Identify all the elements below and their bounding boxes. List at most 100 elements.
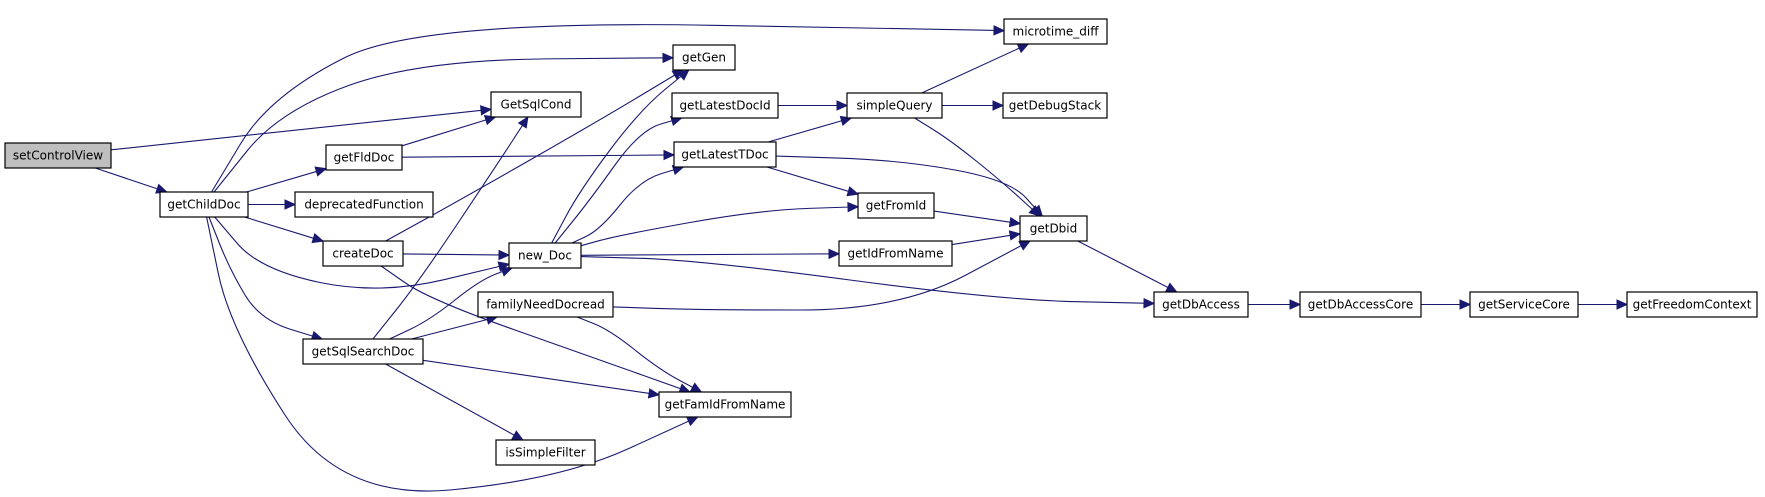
edge-setControlView-to-getChildDoc xyxy=(95,167,168,194)
arrowhead xyxy=(647,388,661,399)
node-getIdFromName[interactable]: getIdFromName xyxy=(838,240,953,267)
node-box[interactable] xyxy=(1019,215,1088,242)
arrowhead xyxy=(1143,297,1156,309)
node-box[interactable] xyxy=(1299,291,1422,318)
node-box[interactable] xyxy=(294,191,434,218)
node-box[interactable] xyxy=(1153,291,1249,318)
node-box[interactable] xyxy=(1003,18,1108,45)
node-box[interactable] xyxy=(857,192,935,219)
node-getGen[interactable]: getGen xyxy=(672,44,736,71)
node-label: getGen xyxy=(682,51,726,65)
node-box[interactable] xyxy=(508,242,582,269)
arrowhead xyxy=(993,25,1006,36)
node-box[interactable] xyxy=(325,144,403,171)
node-box[interactable] xyxy=(477,291,614,318)
node-box[interactable] xyxy=(658,391,792,418)
arrowhead xyxy=(500,266,513,277)
node-getLatestDocId[interactable]: getLatestDocId xyxy=(671,92,779,119)
node-label: getSqlSearchDoc xyxy=(312,345,415,359)
node-getDbid[interactable]: getDbid xyxy=(1019,215,1088,242)
node-box[interactable] xyxy=(490,91,582,118)
node-getFreedomContext[interactable]: getFreedomContext xyxy=(1626,291,1758,318)
node-getDbAccess[interactable]: getDbAccess xyxy=(1153,291,1249,318)
arrowhead xyxy=(1008,230,1022,241)
node-new_Doc[interactable]: new_Doc xyxy=(508,242,582,269)
node-box[interactable] xyxy=(1469,291,1579,318)
node-createDoc[interactable]: createDoc xyxy=(322,240,404,267)
edge-getSqlSearchDoc-to-getFamIdFromName xyxy=(422,359,661,399)
edge-createDoc-to-getFamIdFromName xyxy=(380,265,692,394)
edge-getChildDoc-to-deprecatedFunction xyxy=(248,199,297,210)
node-getDebugStack[interactable]: getDebugStack xyxy=(1002,92,1108,119)
arrowhead xyxy=(1164,282,1178,293)
node-box[interactable] xyxy=(838,240,953,267)
arrowhead xyxy=(685,416,699,427)
node-getServiceCore[interactable]: getServiceCore xyxy=(1469,291,1579,318)
node-label: getFamIdFromName xyxy=(665,398,786,412)
node-box[interactable] xyxy=(1002,92,1108,119)
node-box[interactable] xyxy=(673,141,777,168)
edge-new_Doc-to-getFromId xyxy=(580,201,860,247)
node-box[interactable] xyxy=(671,92,779,119)
node-deprecatedFunction[interactable]: deprecatedFunction xyxy=(294,191,434,218)
node-microtime_diff[interactable]: microtime_diff xyxy=(1003,18,1108,45)
node-getLatestTDoc[interactable]: getLatestTDoc xyxy=(673,141,777,168)
node-label: getFromId xyxy=(866,199,927,213)
edge-getIdFromName-to-getDbid xyxy=(951,230,1022,246)
node-getDbAccessCore[interactable]: getDbAccessCore xyxy=(1299,291,1422,318)
arrowhead xyxy=(1028,205,1041,217)
edge-setControlView-to-GetSqlCond xyxy=(110,105,493,151)
node-label: getChildDoc xyxy=(167,198,240,212)
edge-simpleQuery-to-getDebugStack xyxy=(942,100,1005,111)
node-getFldDoc[interactable]: getFldDoc xyxy=(325,144,403,171)
node-getSqlSearchDoc[interactable]: getSqlSearchDoc xyxy=(302,338,424,365)
arrowhead xyxy=(677,69,690,81)
edge-getSqlSearchDoc-to-new_Doc xyxy=(389,266,513,340)
edge-new_Doc-to-getIdFromName xyxy=(580,248,841,260)
edge-simpleQuery-to-microtime_diff xyxy=(921,43,1030,94)
edge-familyNeedDocread-to-getDbid xyxy=(612,240,1032,311)
arrowhead xyxy=(1018,240,1032,251)
node-setControlView[interactable]: setControlView xyxy=(4,142,112,169)
node-box[interactable] xyxy=(159,191,249,218)
arrowhead xyxy=(311,233,325,244)
node-label: deprecatedFunction xyxy=(304,198,423,212)
node-label: microtime_diff xyxy=(1013,25,1100,39)
node-label: simpleQuery xyxy=(856,99,932,113)
node-label: getDebugStack xyxy=(1009,99,1101,113)
arrowhead xyxy=(663,149,676,161)
edge-new_Doc-to-getLatestDocId xyxy=(554,115,683,244)
node-simpleQuery[interactable]: simpleQuery xyxy=(846,92,943,119)
node-box[interactable] xyxy=(4,142,112,169)
arrowhead xyxy=(517,115,529,129)
node-box[interactable] xyxy=(322,240,404,267)
edge-getFromId-to-getDbid xyxy=(933,210,1022,228)
node-getChildDoc[interactable]: getChildDoc xyxy=(159,191,249,218)
edge-getLatestDocId-to-simpleQuery xyxy=(778,100,849,111)
node-label: createDoc xyxy=(332,247,393,261)
edge-getChildDoc-to-createDoc xyxy=(244,216,325,244)
node-label: new_Doc xyxy=(518,249,572,263)
arrowhead xyxy=(511,430,524,441)
node-label: getFldDoc xyxy=(334,151,395,165)
node-label: isSimpleFilter xyxy=(505,446,585,460)
node-isSimpleFilter[interactable]: isSimpleFilter xyxy=(495,439,596,466)
edge-getDbAccess-to-getDbAccessCore xyxy=(1248,299,1302,310)
node-GetSqlCond[interactable]: GetSqlCond xyxy=(490,91,582,118)
edge-getFldDoc-to-GetSqlCond xyxy=(401,115,497,147)
edge-getLatestTDoc-to-getFromId xyxy=(766,166,860,197)
node-familyNeedDocread[interactable]: familyNeedDocread xyxy=(477,291,614,318)
node-getFromId[interactable]: getFromId xyxy=(857,192,935,219)
node-label: getDbAccessCore xyxy=(1308,298,1413,312)
node-box[interactable] xyxy=(846,92,943,119)
edge-familyNeedDocread-to-getFamIdFromName xyxy=(576,316,703,393)
node-box[interactable] xyxy=(495,439,596,466)
edge-getChildDoc-to-getGen xyxy=(213,52,675,193)
node-box[interactable] xyxy=(672,44,736,71)
node-box[interactable] xyxy=(1626,291,1758,318)
node-getFamIdFromName[interactable]: getFamIdFromName xyxy=(658,391,792,418)
node-box[interactable] xyxy=(302,338,424,365)
node-label: getFreedomContext xyxy=(1633,298,1752,312)
edge-new_Doc-to-getLatestTDoc xyxy=(571,164,685,244)
node-label: getDbid xyxy=(1030,222,1078,236)
